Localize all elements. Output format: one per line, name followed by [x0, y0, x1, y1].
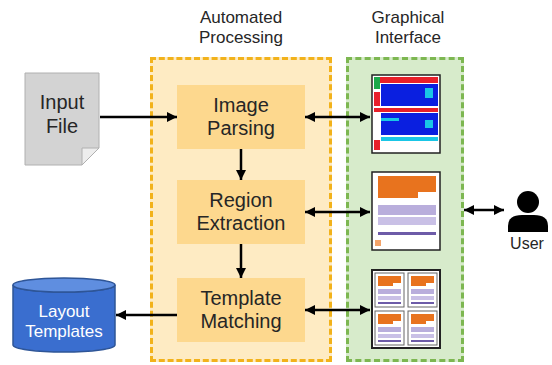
process-box: Region Extraction: [177, 180, 305, 244]
node-label: Graphical Interface: [346, 5, 470, 48]
parsed-image-thumbnail-part: [374, 108, 438, 112]
document-fold: [82, 148, 99, 165]
thumbnail-arrows: [305, 117, 370, 310]
parsed-image-thumbnail-part: [425, 120, 433, 128]
process-box: Template Matching: [177, 278, 305, 342]
parsed-image-thumbnail: [372, 75, 440, 153]
node-label: Image Parsing: [185, 94, 297, 140]
parsed-image-thumbnail-part: [374, 77, 380, 89]
arrow-connector: [116, 314, 177, 317]
region-thumbnail-part: [375, 240, 381, 246]
arrow-connector: [464, 209, 504, 212]
node-label: Region Extraction: [185, 189, 297, 235]
node-label: Input File: [24, 90, 100, 138]
template-grid-thumbnail-part: [375, 311, 404, 345]
database-cylinder: Layout Templates: [12, 277, 116, 353]
parsed-image-thumbnail-part: [372, 75, 440, 153]
arrow-connector: [240, 149, 243, 180]
template-grid-thumbnail-part: [408, 273, 437, 307]
region-thumbnail-part: [378, 217, 436, 225]
cylinder-top: [13, 278, 115, 292]
parsed-image-thumbnail-part: [374, 140, 380, 150]
thumbnail-arrows-part: [305, 309, 370, 312]
user-head: [517, 191, 539, 213]
node-label: Automated Processing: [179, 5, 303, 48]
parsed-image-thumbnail-part: [374, 77, 438, 83]
user-icon: User: [504, 190, 550, 262]
region-thumbnail-part: [378, 205, 436, 215]
input-file-icon: Input File: [24, 72, 100, 166]
label-holder: Input File: [24, 72, 100, 166]
region-thumbnail-part: [378, 192, 418, 198]
arrow-connector: [240, 244, 243, 278]
parsed-image-thumbnail-part: [374, 92, 380, 106]
region-thumbnail-part: [378, 232, 436, 235]
process-box: Image Parsing: [177, 85, 305, 149]
thumbnail-arrows-part: [305, 211, 370, 214]
node-label: Template Matching: [185, 287, 297, 333]
cylinder-body: [13, 285, 115, 352]
region-thumbnail-part: [372, 172, 440, 250]
template-grid-thumbnail-part: [372, 270, 440, 348]
node-label: Layout Templates: [12, 302, 116, 342]
template-grid-thumbnail: [372, 270, 440, 348]
node-label: User: [510, 234, 544, 254]
arrow-connector: [100, 116, 177, 119]
template-grid-thumbnail-part: [408, 311, 437, 345]
parsed-image-thumbnail-part: [381, 84, 438, 106]
parsed-image-thumbnail-part: [381, 137, 438, 141]
template-grid-thumbnail-part: [375, 273, 404, 307]
thumbnail-arrows-part: [305, 116, 370, 119]
label-holder: Layout Templates: [12, 277, 116, 353]
parsed-image-thumbnail-part: [425, 88, 433, 98]
parsed-image-thumbnail-part: [381, 118, 399, 121]
label-holder: User: [504, 190, 550, 262]
region-thumbnail: [372, 172, 440, 250]
region-thumbnail-part: [378, 176, 436, 192]
document-page: [25, 73, 99, 165]
user-body: [508, 215, 548, 232]
parsed-image-thumbnail-part: [381, 113, 438, 135]
processing-region: Automated ProcessingImage ParsingRegion …: [150, 5, 332, 362]
